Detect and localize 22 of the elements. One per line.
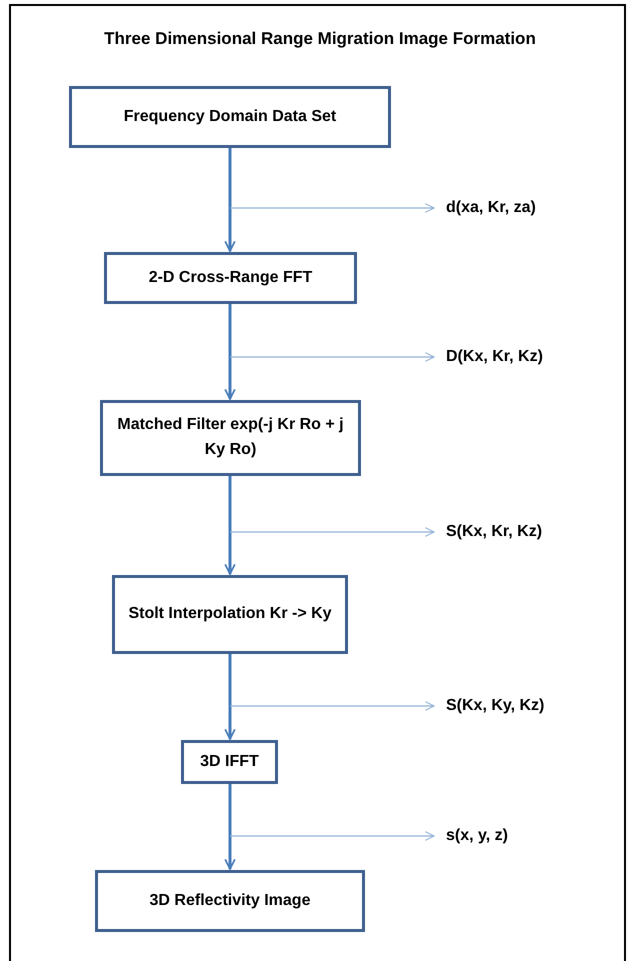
process-box: Stolt Interpolation Kr -> Ky <box>112 575 348 654</box>
process-box: 3D IFFT <box>181 740 278 784</box>
arrow <box>224 784 236 870</box>
process-box: 2-D Cross-Range FFT <box>104 252 357 304</box>
process-box: Frequency Domain Data Set <box>69 86 391 148</box>
signal-label: D(Kx, Kr, Kz) <box>446 345 606 369</box>
signal-label: S(Kx, Ky, Kz) <box>446 694 606 718</box>
signal-label: d(xa, Kr, za) <box>446 196 606 220</box>
arrow <box>224 654 236 740</box>
process-box: 3D Reflectivity Image <box>95 870 365 932</box>
arrow <box>230 352 435 362</box>
signal-label: s(x, y, z) <box>446 824 606 848</box>
signal-label: S(Kx, Kr, Kz) <box>446 520 606 544</box>
arrow <box>230 701 435 711</box>
arrow <box>224 476 236 575</box>
arrow <box>230 831 435 841</box>
arrow <box>230 527 435 537</box>
arrow <box>230 203 435 213</box>
arrow <box>224 148 236 252</box>
process-box: Matched Filter exp(-j Kr Ro + j Ky Ro) <box>100 400 361 476</box>
diagram-title: Three Dimensional Range Migration Image Formation <box>103 28 537 50</box>
arrow <box>224 304 236 400</box>
